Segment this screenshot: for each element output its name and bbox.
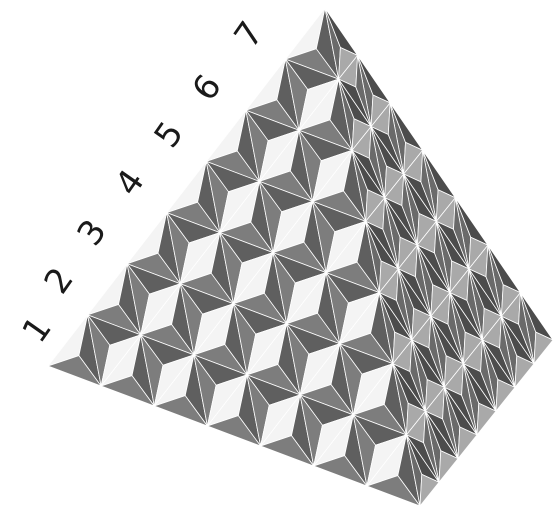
row-label-2: 2: [37, 260, 82, 301]
row-label-7: 7: [227, 14, 272, 55]
row-label-1: 1: [15, 309, 60, 350]
row-label-6: 6: [185, 67, 230, 108]
row-label-3: 3: [70, 212, 115, 253]
row-label-4: 4: [108, 162, 153, 203]
row-label-5: 5: [147, 114, 192, 155]
